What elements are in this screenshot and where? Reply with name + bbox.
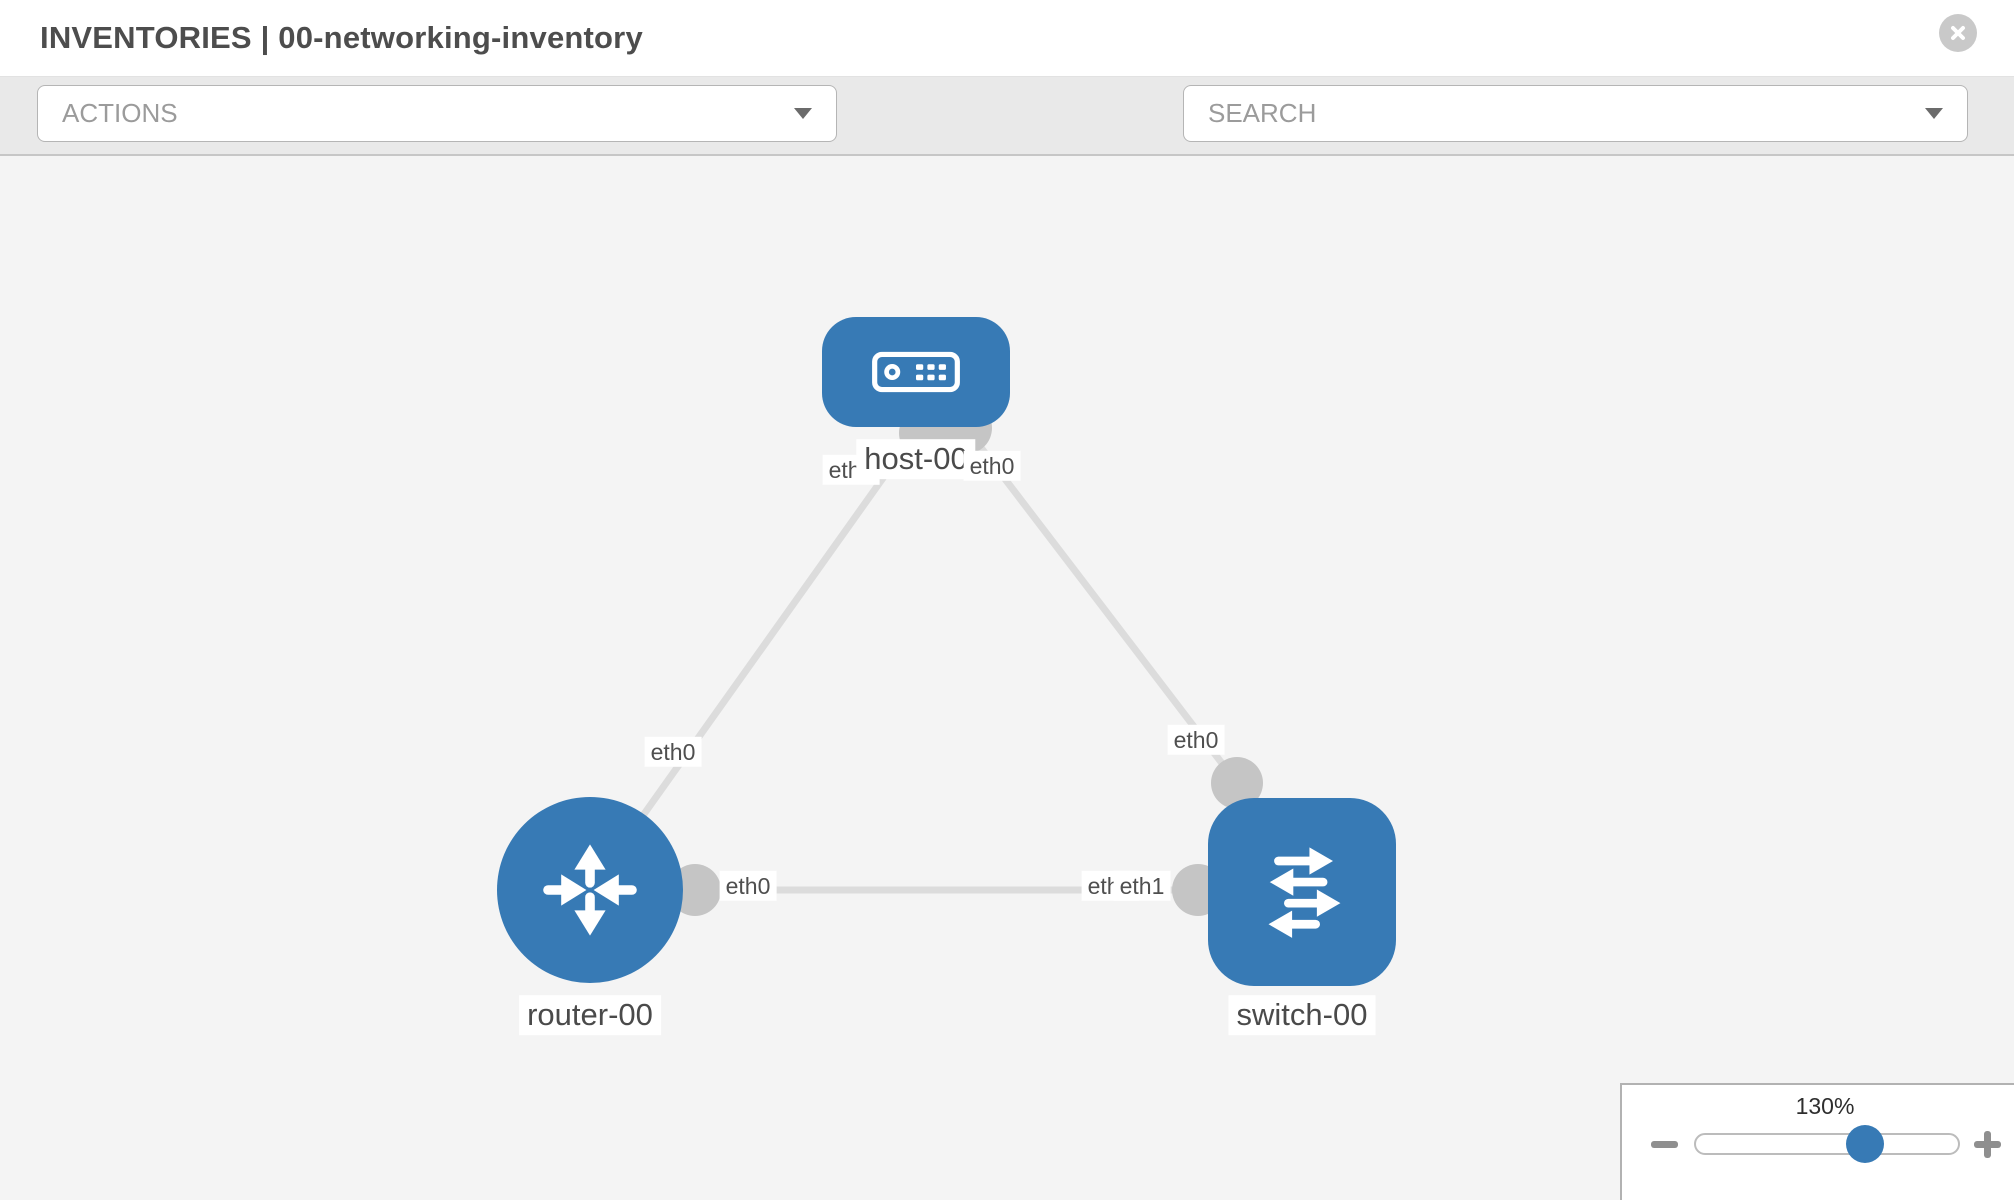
zoom-control-panel: 130%: [1620, 1083, 2014, 1200]
zoom-slider-track[interactable]: [1694, 1133, 1960, 1155]
search-placeholder: SEARCH: [1208, 98, 1317, 128]
router-icon: [543, 844, 637, 936]
close-button[interactable]: [1939, 14, 1977, 52]
zoom-out-button[interactable]: [1651, 1141, 1678, 1148]
zoom-in-button[interactable]: [1974, 1131, 2001, 1158]
header: INVENTORIES | 00-networking-inventory: [0, 0, 2014, 77]
link-host-switch[interactable]: [960, 421, 1240, 786]
zoom-slider-handle[interactable]: [1846, 1125, 1884, 1163]
interface-label: eth0: [963, 450, 1021, 482]
switch-icon: [1268, 847, 1341, 938]
endpoint-switch-top: [1211, 757, 1263, 809]
node-label-host: host-00: [856, 439, 976, 479]
close-icon: [1951, 26, 1965, 40]
link-host-router[interactable]: [587, 423, 923, 893]
zoom-level-value: 130%: [1795, 1093, 1855, 1119]
interface-label: eth0: [1167, 724, 1225, 756]
interface-label: eth0: [719, 870, 777, 902]
interface-label: eth1: [1113, 870, 1171, 902]
node-host-00[interactable]: [822, 317, 1010, 427]
toolbar: ACTIONS SEARCH: [0, 77, 2014, 208]
node-label-switch: switch-00: [1228, 995, 1376, 1035]
actions-dropdown[interactable]: ACTIONS: [37, 85, 837, 142]
topology-canvas[interactable]: eth0 host-00 eth0 eth0 eth0 eth0 eth0 et…: [0, 156, 2014, 1200]
actions-dropdown-label: ACTIONS: [62, 98, 178, 128]
interface-label: eth0: [644, 736, 702, 768]
node-label-router: router-00: [519, 995, 661, 1035]
page-title: INVENTORIES | 00-networking-inventory: [40, 20, 643, 55]
node-router-00[interactable]: [497, 797, 683, 983]
host-icon: [872, 351, 960, 393]
node-switch-00[interactable]: [1208, 798, 1396, 986]
chevron-down-icon: [1925, 108, 1943, 119]
links-layer: [587, 402, 1302, 916]
search-dropdown[interactable]: SEARCH: [1183, 85, 1968, 142]
chevron-down-icon: [794, 108, 812, 119]
